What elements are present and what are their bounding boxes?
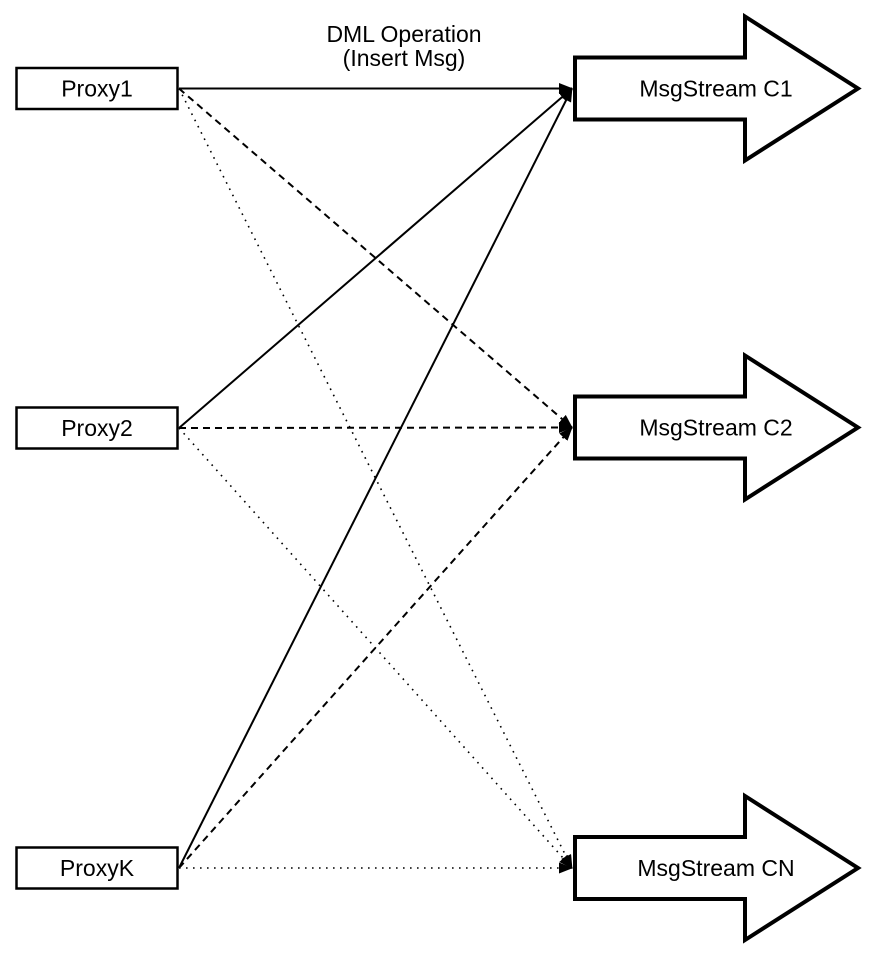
msgstream-label-c2: MsgStream C2	[639, 415, 792, 441]
diagram-title-line2: (Insert Msg)	[343, 45, 466, 71]
diagram-title-line1: DML Operation	[326, 21, 481, 47]
connection-lines	[178, 83, 573, 874]
msgstream-arrow-c1	[573, 12, 862, 165]
connection-proxyk-c2	[178, 426, 573, 869]
proxy-box-proxy1	[15, 66, 179, 111]
connection-proxy2-cn	[178, 427, 573, 869]
connection-proxy2-c2	[178, 422, 573, 434]
msgstream-arrow-c2	[573, 351, 862, 504]
msgstream-arrow-cn	[573, 792, 862, 944]
proxy-box-proxy2	[15, 406, 179, 450]
proxy-box-proxyk	[15, 846, 179, 890]
connection-proxy2-c1	[178, 87, 573, 429]
proxy-label-proxyk: ProxyK	[60, 855, 135, 881]
connection-proxyk-c1	[178, 87, 573, 869]
msgstream-label-c1: MsgStream C1	[639, 76, 792, 102]
msgstream-label-cn: MsgStream CN	[637, 855, 794, 881]
proxy-label-proxy1: Proxy1	[61, 76, 133, 102]
proxy-label-proxy2: Proxy2	[61, 415, 133, 441]
connection-proxy1-c2	[178, 87, 573, 429]
